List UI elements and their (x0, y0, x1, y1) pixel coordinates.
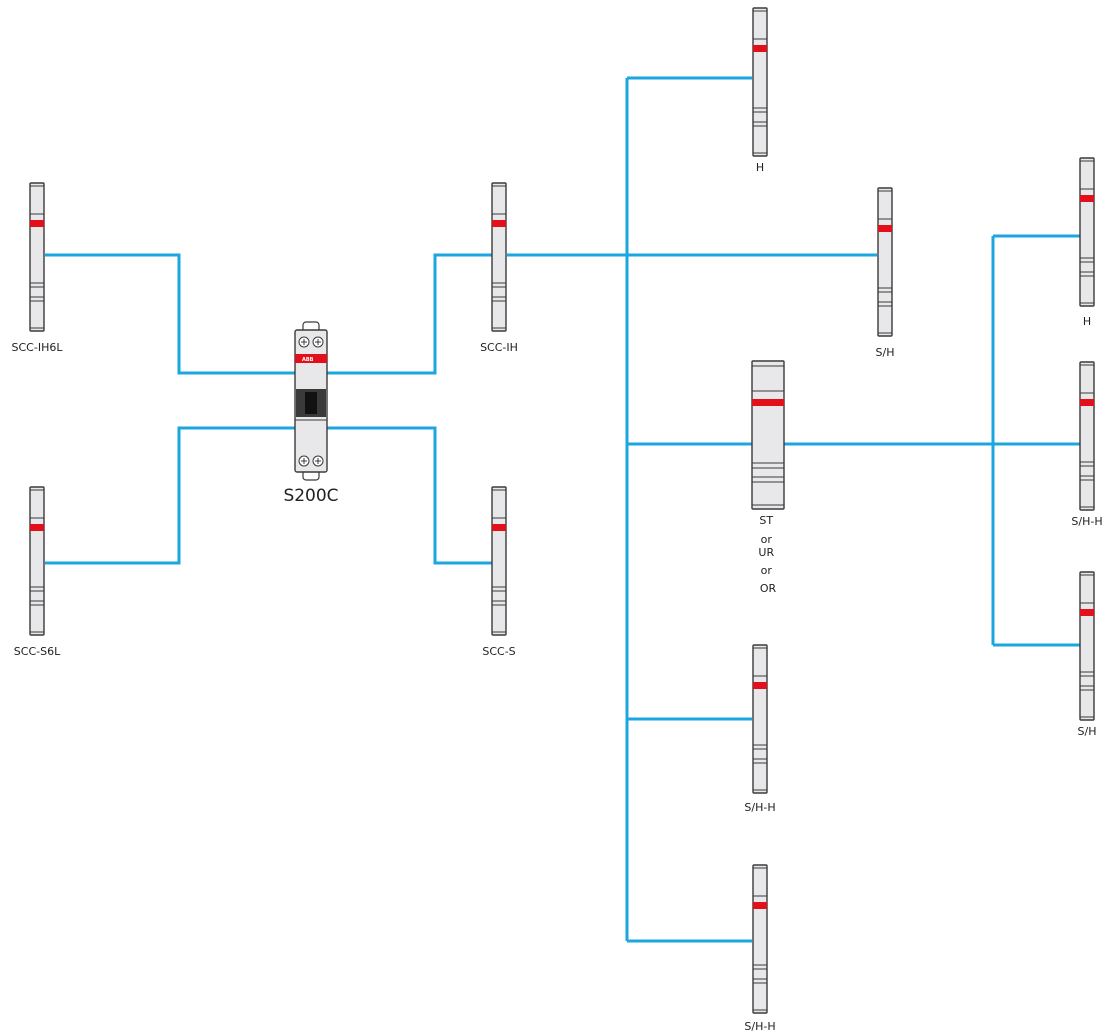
module-sh-right: S/H (1078, 571, 1097, 738)
wire-scc-s6l (45, 426, 296, 565)
terminal-screw-icon (298, 455, 324, 467)
module-scc-ih: SCC-IH (480, 182, 518, 354)
abb-logo: ABB (302, 357, 314, 363)
module-h-top: H (752, 7, 768, 174)
module-sh-h-lower: S/H-H (744, 644, 776, 814)
label-st-or-line: OR (760, 582, 777, 595)
wire-scc-s (325, 426, 492, 565)
wire-scc-ih6l (45, 253, 296, 375)
module-scc-s6l: SCC-S6L (14, 486, 61, 658)
terminal-screw-icon (298, 336, 324, 348)
label-st-or-line: or (761, 533, 773, 546)
module-sh-h-bottom: S/H-H (744, 864, 776, 1033)
label-sh-h-bottom: S/H-H (744, 1020, 775, 1033)
module-sh-mid: S/H (876, 187, 895, 359)
label-scc-ih6l: SCC-IH6L (12, 341, 64, 354)
module-scc-s: SCC-S (482, 486, 516, 658)
wiring (45, 76, 1080, 943)
module-h-right: H (1079, 157, 1095, 328)
label-scc-ih: SCC-IH (480, 341, 518, 354)
label-sh-h-right: S/H-H (1071, 515, 1102, 528)
module-scc-ih6l: SCC-IH6L (12, 182, 64, 354)
label-scc-s6l: SCC-S6L (14, 645, 61, 658)
label-st-or-line: or (761, 564, 773, 577)
label-sh-right: S/H (1078, 725, 1097, 738)
label-sh-mid: S/H (876, 346, 895, 359)
label-st-or-line: UR (758, 546, 774, 559)
module-sh-h-right: S/H-H (1071, 361, 1103, 528)
wire-scc-ih (325, 253, 492, 375)
label-st-or-line: ST (759, 514, 773, 527)
label-sh-h-lower: S/H-H (744, 801, 775, 814)
label-st-or: ST or UR or OR (758, 514, 777, 595)
label-h-top: H (756, 161, 764, 174)
label-h-right: H (1083, 315, 1091, 328)
label-scc-s: SCC-S (482, 645, 515, 658)
circuit-breaker-s200c: ABB S200C (283, 321, 339, 506)
label-s200c: S200C (283, 486, 338, 506)
module-st-ur-or: ST or UR or OR (751, 360, 785, 595)
